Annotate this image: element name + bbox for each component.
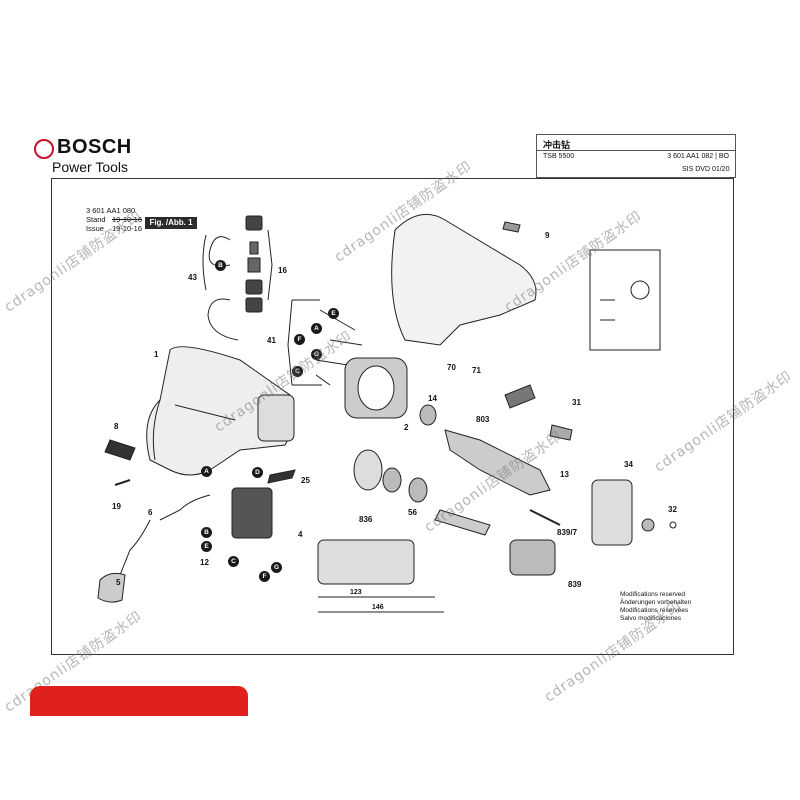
part-41: 41: [267, 336, 276, 345]
part-12: 12: [200, 558, 209, 567]
dimension-146: 146: [372, 604, 384, 611]
part-31: 31: [572, 398, 581, 407]
part-19: 19: [112, 502, 121, 511]
part-34: 34: [624, 460, 633, 469]
callout-f-top: F: [294, 334, 305, 345]
part-56: 56: [408, 508, 417, 517]
part-25: 25: [301, 476, 310, 485]
part-8: 8: [114, 422, 119, 431]
part-70: 70: [447, 363, 456, 372]
issue-label: Issue: [86, 224, 104, 233]
modifications-line: Änderungen vorbehalten: [620, 599, 692, 606]
model-code: 3 601 AA1 082 | BO: [667, 153, 729, 160]
callout-d-bottom: D: [252, 467, 263, 478]
info-divider: [537, 150, 735, 151]
part-836: 836: [359, 515, 373, 524]
red-banner-bar: [30, 686, 248, 716]
part-6: 6: [148, 508, 153, 517]
part-2: 2: [404, 423, 409, 432]
part-13: 13: [560, 470, 569, 479]
part-803: 803: [476, 415, 490, 424]
part-839: 839: [568, 580, 582, 589]
leader-43: [202, 234, 207, 291]
brand-name: BOSCH: [57, 136, 132, 158]
part-number: 3 601 AA1 080: [86, 206, 136, 215]
callout-e-top: E: [328, 308, 339, 319]
part-32: 32: [668, 505, 677, 514]
brand-subtitle: Power Tools: [52, 159, 129, 175]
part-839-7: 839/7: [557, 528, 578, 537]
part-71: 71: [472, 366, 481, 375]
callout-c-bottom: C: [228, 556, 239, 567]
bosch-logo-icon: [34, 139, 54, 159]
part-14: 14: [428, 394, 437, 403]
issue-value: 19-10-16: [112, 224, 143, 233]
model-sub: TSB 5500: [543, 153, 575, 160]
dimension-123: 123: [350, 589, 362, 596]
callout-f-bottom: F: [259, 571, 270, 582]
stand-value: 19-10-16: [112, 215, 143, 224]
part-9: 9: [545, 231, 550, 240]
callout-e-bottom: E: [201, 541, 212, 552]
callout-a-bottom: A: [201, 466, 212, 477]
callout-a-top: A: [311, 323, 322, 334]
diagram-frame: [51, 178, 734, 655]
callout-b-bottom: B: [201, 527, 212, 538]
part-43: 43: [188, 273, 197, 282]
model-info-box: 冲击钻 TSB 5500 3 601 AA1 082 | BO: [536, 134, 736, 178]
modifications-line: Modifications réservées: [620, 607, 689, 614]
sis-label: SIS DVD 01/20: [682, 166, 730, 173]
part-5: 5: [116, 578, 121, 587]
callout-b-top: B: [215, 260, 226, 271]
model-name: 冲击钻: [543, 140, 571, 150]
part-4: 4: [298, 530, 303, 539]
modifications-line: Modifications reserved: [620, 591, 686, 598]
part-1: 1: [154, 350, 159, 359]
modifications-line: Salvo modificaciones: [620, 615, 682, 622]
figure-tag: Fig. /Abb. 1: [145, 217, 197, 229]
stand-label: Stand: [86, 215, 106, 224]
callout-g-top: G: [311, 349, 322, 360]
callout-g-bottom: G: [271, 562, 282, 573]
callout-c-top: C: [292, 366, 303, 377]
bracket-16: [267, 229, 273, 301]
modifications-note: Modifications reserved Änderungen vorbeh…: [620, 591, 691, 623]
part-16: 16: [278, 266, 287, 275]
